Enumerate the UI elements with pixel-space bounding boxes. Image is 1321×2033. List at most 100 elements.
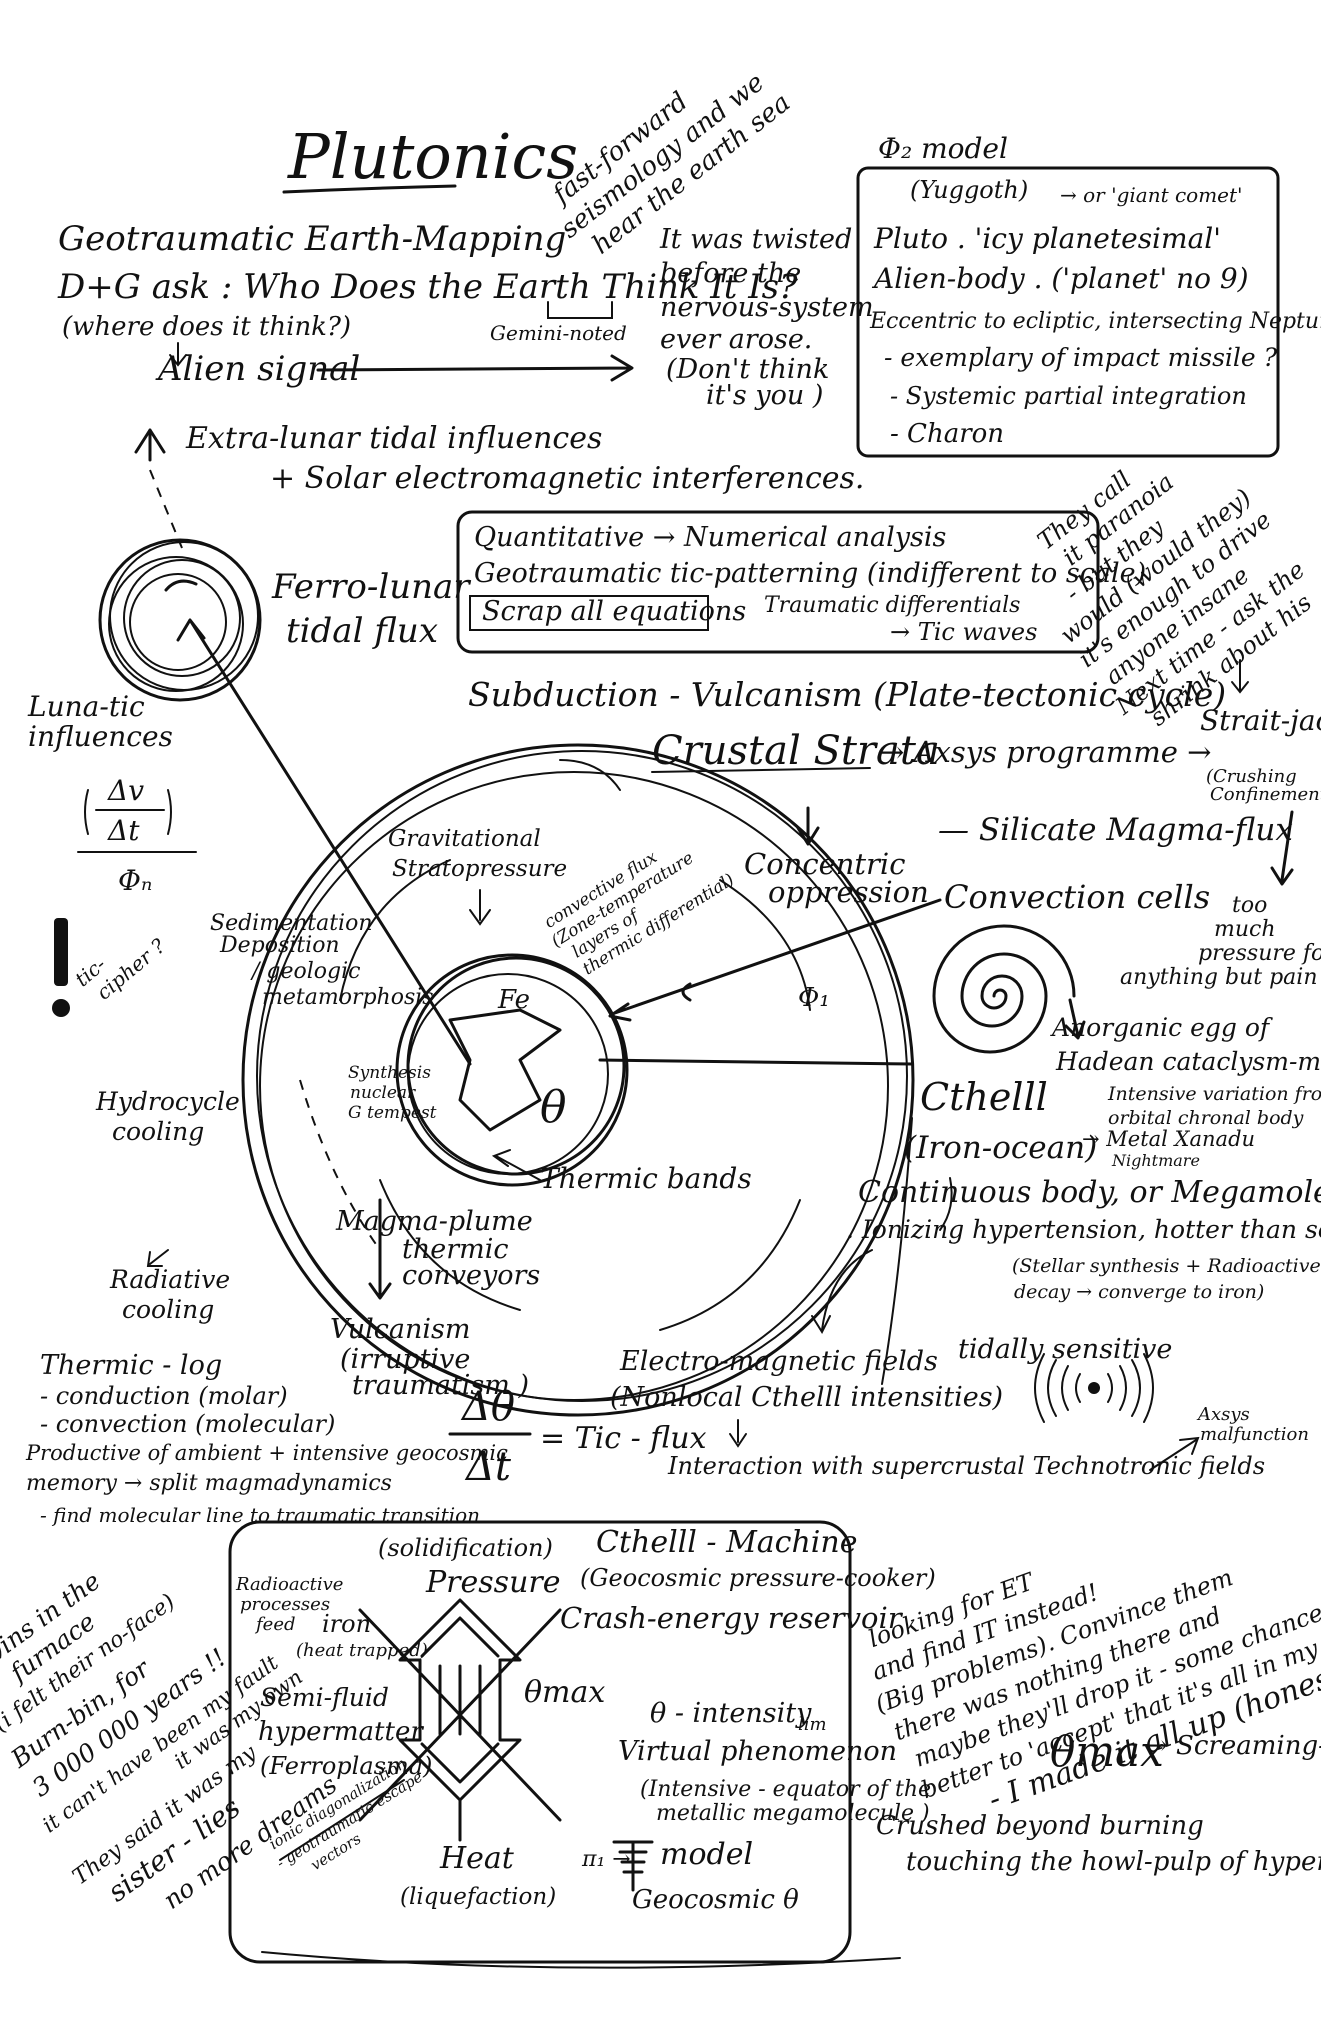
cthelll-machine-box bbox=[228, 1520, 852, 1964]
strato-down-arrow bbox=[469, 889, 491, 926]
exclamation-mark bbox=[52, 918, 70, 1017]
axsys-programme-label: → Axsys programme → bbox=[880, 735, 1211, 769]
svg-text:Axsys: Axsys bbox=[1196, 1404, 1250, 1425]
crushed-beyond-label: Crushed beyond burning touching the howl… bbox=[876, 1811, 1321, 1877]
svg-text:thermic: thermic bbox=[402, 1234, 508, 1265]
svg-text:Confinement): Confinement) bbox=[1210, 784, 1321, 805]
svg-text:malfunction: malfunction bbox=[1200, 1424, 1309, 1445]
svg-text:Vulcanism: Vulcanism bbox=[330, 1314, 471, 1345]
svg-text:- Charon: - Charon bbox=[890, 419, 1004, 449]
iron-ocean-link bbox=[939, 1177, 953, 1231]
svg-text:cooling: cooling bbox=[122, 1295, 214, 1324]
extra-lunar-text: Extra-lunar tidal influences + Solar ele… bbox=[185, 421, 864, 496]
svg-text:Stratopressure: Stratopressure bbox=[392, 856, 567, 882]
thermic-log-block: Thermic - log - conduction (molar) - con… bbox=[25, 1350, 508, 1527]
svg-text:nervous-system: nervous-system bbox=[660, 292, 874, 323]
magma-plume-arrow bbox=[368, 1198, 392, 1300]
svg-text:Δt: Δt bbox=[464, 1444, 512, 1490]
interaction-label: Interaction with supercrustal Technotron… bbox=[667, 1452, 1265, 1480]
alien-signal-down-arrow bbox=[169, 342, 187, 367]
gemini-bracket bbox=[547, 301, 613, 319]
too-much-pressure-note: too much pressure for anything but pain bbox=[1120, 893, 1321, 990]
luna-tic-label: Luna-tic influences bbox=[27, 690, 173, 753]
svg-text:Semi-fluid: Semi-fluid bbox=[260, 1683, 389, 1712]
svg-text:Scrap all equations: Scrap all equations bbox=[482, 596, 746, 627]
gravitational-stratopressure-label: Gravitational Stratopressure bbox=[388, 826, 567, 882]
svg-text:Hadean cataclysm-memory: Hadean cataclysm-memory bbox=[1055, 1047, 1321, 1076]
dv-dt-bars bbox=[77, 789, 197, 853]
extra-lunar-up-arrow bbox=[134, 428, 166, 462]
radiative-cooling-label: Radiative cooling bbox=[109, 1265, 230, 1324]
svg-text:Geotraumatic tic-patterning (i: Geotraumatic tic-patterning (indifferent… bbox=[474, 558, 1146, 589]
svg-text:(Stellar synthesis + Radioacti: (Stellar synthesis + Radioactive bbox=[1012, 1255, 1321, 1277]
svg-text:θ - intensity: θ - intensity bbox=[650, 1698, 812, 1729]
svg-text:(Don't think: (Don't think bbox=[666, 354, 829, 385]
svg-text:Electro-magnetic fields: Electro-magnetic fields bbox=[619, 1346, 938, 1377]
dv-dt-fraction: Δv Δt Φₙ bbox=[107, 774, 152, 897]
svg-text:Radiative: Radiative bbox=[109, 1265, 230, 1294]
convection-arrow bbox=[608, 898, 942, 1022]
convective-flux-note: convective flux (Zone-temperature layers… bbox=[541, 847, 738, 979]
convection-cells-label: Convection cells bbox=[944, 878, 1210, 916]
moon bbox=[98, 538, 262, 702]
tidal-flux-arrow bbox=[176, 618, 472, 1066]
svg-text:G tempest: G tempest bbox=[348, 1103, 437, 1123]
nightmare-label: Nightmare bbox=[1111, 1151, 1200, 1170]
svg-text:= Tic - flux: = Tic - flux bbox=[540, 1421, 707, 1456]
svg-text:much: much bbox=[1214, 917, 1276, 942]
svg-text:Extra-lunar tidal influences: Extra-lunar tidal influences bbox=[185, 421, 602, 456]
subduction-label: Subduction - Vulcanism (Plate-tectonic c… bbox=[468, 675, 1226, 714]
svg-text:Δθ: Δθ bbox=[460, 1384, 515, 1430]
thermic-bands-label: Thermic bands bbox=[540, 1162, 752, 1195]
svg-text:Φₙ: Φₙ bbox=[118, 864, 152, 897]
svg-text:(Crushing: (Crushing bbox=[1206, 766, 1297, 787]
svg-text:Productive of ambient + intens: Productive of ambient + intensive geocos… bbox=[25, 1441, 508, 1465]
paranoia-down-arrow bbox=[1231, 659, 1249, 694]
quant-box bbox=[456, 510, 1100, 654]
theta-core-symbol: θ bbox=[540, 1082, 567, 1133]
quant-box-text: Quantitative → Numerical analysis Geotra… bbox=[474, 522, 1146, 646]
cthelll-to-tidally-link bbox=[881, 1117, 913, 1385]
svg-text:processes: processes bbox=[240, 1594, 330, 1615]
svg-text:oppression: oppression bbox=[768, 875, 929, 909]
svg-text:→ or 'giant comet': → or 'giant comet' bbox=[1060, 183, 1243, 207]
svg-text:Heat: Heat bbox=[439, 1841, 515, 1876]
tic-cipher-note: tic- cipher ? bbox=[70, 933, 170, 1004]
svg-text:metallic megamolecule ): metallic megamolecule ) bbox=[656, 1801, 930, 1826]
phi1-small-arrow bbox=[681, 982, 692, 1002]
extra-lunar-dashed-link bbox=[149, 469, 183, 549]
crushing-down-arrow bbox=[1270, 810, 1294, 886]
svg-text:Concentric: Concentric bbox=[744, 847, 905, 881]
svg-text:Alien-body . ('planet' no 9): Alien-body . ('planet' no 9) bbox=[871, 262, 1249, 295]
svg-text:(liquefaction): (liquefaction) bbox=[400, 1884, 556, 1910]
svg-text:Thermic - log: Thermic - log bbox=[40, 1350, 222, 1381]
tidally-sensitive-label: tidally sensitive bbox=[958, 1334, 1172, 1365]
svg-text:(Yuggoth): (Yuggoth) bbox=[910, 176, 1028, 204]
svg-text:tidal flux: tidal flux bbox=[286, 611, 438, 651]
axsys-malfunction-arrow bbox=[1149, 1436, 1200, 1471]
svg-text:Crash-energy reservoir: Crash-energy reservoir bbox=[560, 1601, 904, 1635]
svg-text:- convection (molecular): - convection (molecular) bbox=[40, 1410, 335, 1438]
svg-text:before the: before the bbox=[660, 258, 801, 289]
svg-text:Pressure: Pressure bbox=[425, 1565, 561, 1600]
svg-text:hypermatter: hypermatter bbox=[258, 1717, 424, 1747]
crushing-confinement-label: (Crushing Confinement) bbox=[1206, 766, 1321, 805]
svg-text:Virtual phenomenon: Virtual phenomenon bbox=[618, 1736, 897, 1767]
vulcanism-label: Vulcanism (irruptive traumatism ) bbox=[330, 1314, 529, 1401]
svg-text:traumatism ): traumatism ) bbox=[352, 1370, 529, 1401]
svg-text:+ Solar electromagnetic interf: + Solar electromagnetic interferences. bbox=[270, 461, 864, 496]
scrap-equations-box bbox=[469, 595, 709, 631]
twisted-note: It was twisted before the nervous-system… bbox=[659, 224, 874, 411]
svg-text:Magma-plume: Magma-plume bbox=[335, 1206, 533, 1237]
svg-text:- Systemic partial integration: - Systemic partial integration bbox=[890, 382, 1247, 410]
svg-text:orbital chronal body: orbital chronal body bbox=[1108, 1107, 1304, 1129]
crustal-down-arrow bbox=[796, 806, 820, 846]
gemini-note: Gemini-noted bbox=[490, 321, 627, 345]
svg-text:nuclear: nuclear bbox=[350, 1083, 416, 1103]
svg-text:(Nonlocal Cthelll intensities): (Nonlocal Cthelll intensities) bbox=[610, 1382, 1003, 1413]
title-underline bbox=[282, 184, 457, 194]
silicate-magma-label: — Silicate Magma-flux bbox=[938, 812, 1293, 848]
svg-text:Geocosmic θ: Geocosmic θ bbox=[632, 1885, 799, 1915]
svg-text:Geotraumatic Earth-Mapping: Geotraumatic Earth-Mapping bbox=[58, 219, 566, 259]
magma-plume-label: Magma-plume thermic conveyors bbox=[335, 1206, 540, 1291]
